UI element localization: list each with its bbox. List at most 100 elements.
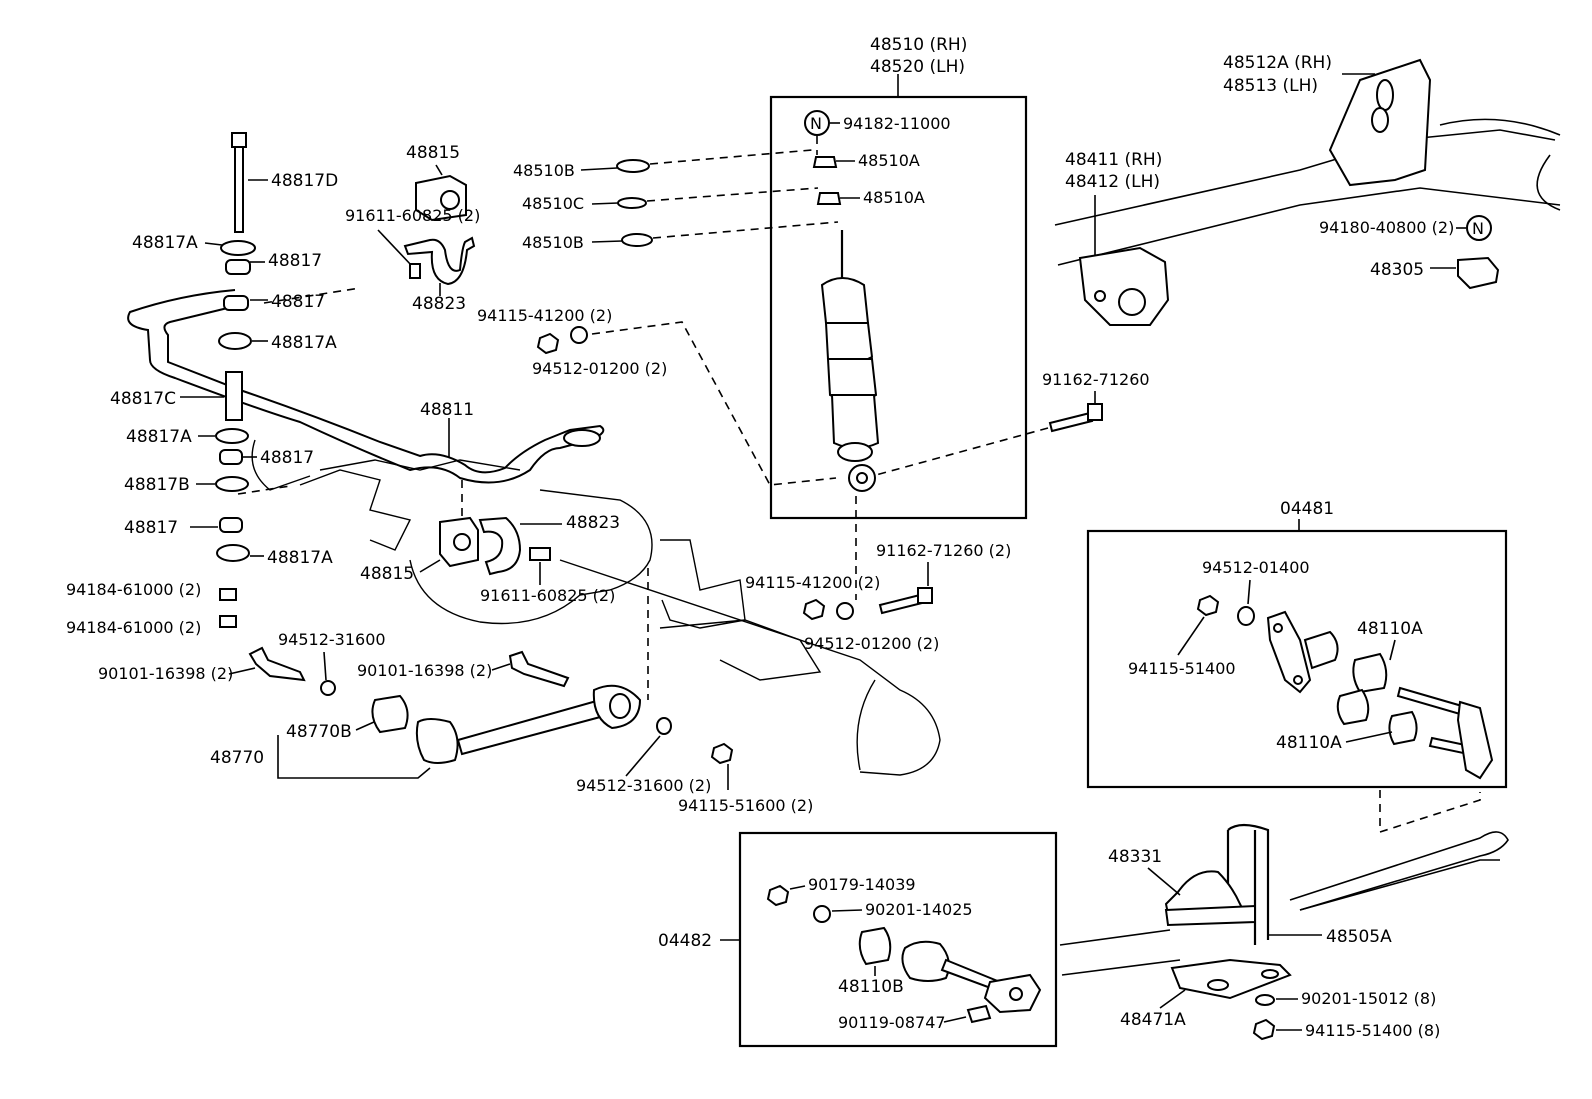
cushion-48817A-1[interactable] [220, 240, 256, 256]
label-94512-31600-2[interactable]: 94512-31600 (2) [576, 776, 711, 795]
collar-48817C[interactable] [225, 371, 243, 421]
label-48811[interactable]: 48811 [420, 400, 474, 420]
label-48510A-2[interactable]: 48510A [863, 188, 925, 207]
label-48817A-3[interactable]: 48817A [126, 427, 192, 447]
label-shock-rh[interactable]: 48510 (RH) [870, 35, 967, 55]
label-04481[interactable]: 04481 [1280, 499, 1334, 519]
retainer-48817-4[interactable] [219, 517, 243, 533]
label-48817-1[interactable]: 48817 [268, 251, 322, 271]
label-48817-3[interactable]: 48817 [260, 448, 314, 468]
bushing-48770B[interactable] [371, 694, 409, 734]
label-90101-left[interactable]: 90101-16398 (2) [98, 664, 233, 683]
label-48823-top[interactable]: 48823 [412, 294, 466, 314]
label-48510B-1[interactable]: 48510B [513, 161, 575, 180]
washer-94512-31600-2[interactable] [656, 717, 672, 735]
retainer-48817-3[interactable] [219, 449, 243, 465]
bolt-91611-mid[interactable] [529, 547, 551, 561]
stabilizer-bar-48811[interactable] [127, 289, 605, 484]
shackle-bolt-lower-1[interactable] [1396, 686, 1464, 716]
cushion-48817A-4[interactable] [216, 544, 250, 562]
label-94182-11000[interactable]: 94182-11000 [843, 114, 951, 133]
spring-hanger-48411[interactable] [1078, 246, 1170, 326]
label-48510A-1[interactable]: 48510A [858, 151, 920, 170]
label-48817A-4[interactable]: 48817A [267, 548, 333, 568]
label-bracket-rh[interactable]: 48512A (RH) [1223, 53, 1332, 73]
bolt-91162-lower-shank[interactable] [878, 593, 924, 615]
label-90119-08747[interactable]: 90119-08747 [838, 1013, 946, 1032]
label-48110B[interactable]: 48110B [838, 977, 904, 997]
label-48817C[interactable]: 48817C [110, 389, 176, 409]
label-94115-51600-2[interactable]: 94115-51600 (2) [678, 796, 813, 815]
bushing-48110B[interactable] [858, 926, 892, 966]
label-94184-2[interactable]: 94184-61000 (2) [66, 618, 201, 637]
label-hanger-lh[interactable]: 48412 (LH) [1065, 172, 1160, 192]
label-94512-01200-top[interactable]: 94512-01200 (2) [532, 359, 667, 378]
label-90201-14025[interactable]: 90201-14025 [865, 900, 973, 919]
label-91611-mid[interactable]: 91611-60825 (2) [480, 586, 615, 605]
label-90179-14039[interactable]: 90179-14039 [808, 875, 916, 894]
label-48815-mid[interactable]: 48815 [360, 564, 414, 584]
bolt-48817D-shank[interactable] [234, 146, 244, 233]
retainer-48817-1[interactable] [225, 259, 251, 275]
bracket-48823-mid[interactable] [478, 516, 522, 576]
label-94115-51400[interactable]: 94115-51400 [1128, 659, 1236, 678]
nut-94115-41200-mid[interactable] [802, 598, 826, 621]
label-90201-15012[interactable]: 90201-15012 (8) [1301, 989, 1436, 1008]
label-94115-41200-mid[interactable]: 94115-41200 (2) [745, 573, 880, 592]
washer-90201-15012[interactable] [1255, 994, 1275, 1006]
bolt-90119-08747[interactable] [966, 1004, 992, 1024]
retainer-48817-2[interactable] [223, 295, 249, 311]
label-94512-31600[interactable]: 94512-31600 [278, 630, 386, 649]
washer-94512-01200-top[interactable] [570, 326, 588, 344]
cushion-48817B[interactable] [215, 476, 249, 492]
bushing-48110A-2[interactable] [1336, 688, 1370, 726]
lateral-rod-48770[interactable] [456, 698, 606, 756]
u-bolt-48505A[interactable] [1226, 823, 1270, 945]
nut-94184-2[interactable] [219, 615, 237, 628]
label-48770[interactable]: 48770 [210, 748, 264, 768]
bracket-48823-top[interactable] [403, 236, 476, 286]
label-48817D[interactable]: 48817D [271, 171, 338, 191]
nut-90179-14039[interactable] [766, 884, 790, 907]
label-shock-lh[interactable]: 48520 (LH) [870, 57, 965, 77]
washer-90201-14025[interactable] [813, 905, 831, 923]
bumper-48305[interactable] [1457, 256, 1500, 290]
label-91162-mid[interactable]: 91162-71260 (2) [876, 541, 1011, 560]
label-48815-top[interactable]: 48815 [406, 143, 460, 163]
label-04482[interactable]: 04482 [658, 931, 712, 951]
label-48823-mid[interactable]: 48823 [566, 513, 620, 533]
label-48510C[interactable]: 48510C [522, 194, 584, 213]
nut-94115-51400[interactable] [1196, 594, 1220, 617]
nut-94184-1[interactable] [219, 588, 237, 601]
label-48510B-2[interactable]: 48510B [522, 233, 584, 252]
shackle-plate-inner[interactable] [1456, 700, 1494, 780]
shackle-plate-outer[interactable] [1266, 610, 1312, 694]
bushing-48110A-3[interactable] [1388, 710, 1418, 746]
label-94115-41200-top[interactable]: 94115-41200 (2) [477, 306, 612, 325]
label-48110A-1[interactable]: 48110A [1357, 619, 1423, 639]
label-48471A[interactable]: 48471A [1120, 1010, 1186, 1030]
label-48770B[interactable]: 48770B [286, 722, 352, 742]
spring-seat-48471A[interactable] [1170, 958, 1292, 1000]
label-48817B[interactable]: 48817B [124, 475, 190, 495]
bolt-90101-mid[interactable] [508, 650, 570, 688]
bushing-48110A-1[interactable] [1352, 652, 1388, 694]
nut-94115-51400-8[interactable] [1252, 1018, 1276, 1041]
label-48817-4[interactable]: 48817 [124, 518, 178, 538]
washer-94512-31600[interactable] [320, 680, 336, 696]
nut-94115-41200-top[interactable] [536, 332, 560, 355]
label-48305[interactable]: 48305 [1370, 260, 1424, 280]
label-48505A[interactable]: 48505A [1326, 927, 1392, 947]
washer-94512-01200-mid[interactable] [836, 602, 854, 620]
label-94512-01400[interactable]: 94512-01400 [1202, 558, 1310, 577]
label-94184-1[interactable]: 94184-61000 (2) [66, 580, 201, 599]
label-91162-71260[interactable]: 91162-71260 [1042, 370, 1150, 389]
cushion-48510A-lower[interactable] [816, 192, 842, 205]
washer-48510C[interactable] [617, 197, 647, 209]
label-48110A-2[interactable]: 48110A [1276, 733, 1342, 753]
label-hanger-rh[interactable]: 48411 (RH) [1065, 150, 1162, 170]
washer-48510B-2[interactable] [621, 233, 653, 247]
cushion-48817A-3[interactable] [215, 428, 249, 444]
label-90101-mid[interactable]: 90101-16398 (2) [357, 661, 492, 680]
label-94512-01200-mid[interactable]: 94512-01200 (2) [804, 634, 939, 653]
